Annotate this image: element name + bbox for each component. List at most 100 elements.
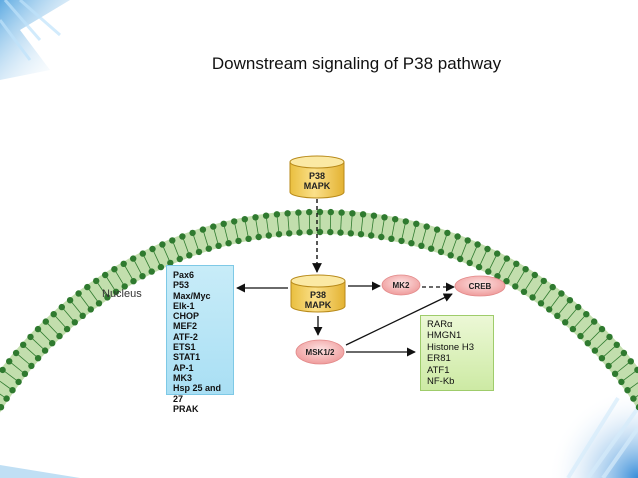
lipid-head: [148, 268, 155, 275]
mk2-label: MK2: [393, 281, 410, 290]
lipid-head: [205, 245, 212, 252]
lipid-tail: [558, 302, 569, 314]
lipid-tail: [525, 277, 534, 290]
lipid-tail: [411, 226, 416, 241]
lipid-head: [606, 333, 613, 341]
lipid-tail: [143, 256, 151, 270]
lipid-head: [484, 245, 491, 253]
target-item: P53: [173, 280, 190, 291]
lipid-head: [370, 212, 378, 219]
lipid-head: [210, 223, 217, 230]
lipid-head: [512, 283, 519, 290]
target-item: NF-Kb: [427, 376, 455, 388]
lipid-tail: [629, 382, 638, 389]
lipid-tail: [451, 239, 457, 253]
lipid-tail: [11, 362, 23, 373]
lipid-tail: [203, 232, 209, 247]
lipid-head: [189, 229, 196, 237]
lipid-head: [275, 231, 283, 238]
lipid-head: [624, 387, 631, 394]
target-item: ATF1: [427, 364, 450, 376]
lipid-head: [569, 325, 577, 333]
lipid-head: [220, 220, 227, 227]
lipid-head: [21, 370, 29, 377]
lipid-tail: [124, 266, 133, 279]
lipid-head: [549, 283, 556, 291]
lipid-head: [0, 366, 6, 374]
target-item: MK3: [173, 372, 193, 383]
lipid-head: [433, 226, 441, 233]
lipid-head: [398, 237, 405, 245]
lipid-head: [87, 306, 95, 313]
creb-label: CREB: [469, 282, 492, 291]
lipid-head: [42, 318, 49, 325]
lipid-head: [235, 237, 242, 245]
lipid-head: [583, 311, 590, 318]
target-item: ATF-2: [173, 331, 198, 342]
lipid-tail: [298, 215, 300, 230]
lipid-head: [591, 318, 598, 325]
lipid-tail: [80, 295, 90, 308]
lipid-head: [584, 340, 591, 347]
lipid-head: [402, 218, 409, 225]
msk-node: MSK1/2: [295, 339, 345, 365]
p38-top-label-1: P38: [309, 171, 325, 181]
lipid-head: [562, 319, 569, 326]
target-item: Histone H3: [427, 341, 474, 353]
decor-top-left: [0, 0, 70, 80]
lipid-head: [225, 240, 232, 247]
target-item: HMGN1: [427, 330, 462, 342]
lipid-head: [284, 210, 291, 217]
lipid-head: [215, 242, 222, 249]
lipid-head: [157, 263, 165, 271]
lipid-head: [84, 283, 91, 291]
lipid-head: [618, 378, 625, 386]
lipid-head: [529, 294, 536, 301]
lipid-tail: [0, 380, 11, 389]
lipid-head: [3, 395, 10, 402]
lipid-head: [111, 266, 118, 273]
lipid-tail: [381, 220, 385, 235]
lipid-tail: [276, 217, 280, 232]
lipid-head: [58, 303, 65, 311]
target-item: STAT1: [173, 352, 201, 363]
lipid-head: [620, 349, 628, 357]
lipid-tail: [350, 216, 353, 231]
lipid-tail: [566, 309, 577, 321]
lipid-head: [457, 255, 464, 263]
lipid-head: [296, 229, 303, 236]
lipid-tail: [115, 271, 124, 285]
lipid-head: [139, 273, 146, 280]
lipid-head: [130, 255, 137, 262]
lipid-head: [34, 355, 42, 362]
target-item: AP-1: [173, 362, 194, 373]
lipid-tail: [542, 289, 552, 302]
decor-bottom-right: [548, 388, 638, 478]
lipid-head: [316, 228, 324, 236]
lipid-head: [418, 242, 425, 249]
lipid-tail: [610, 354, 622, 365]
lipid-tail: [255, 220, 259, 235]
lipid-head: [169, 237, 176, 244]
lipid-head: [75, 290, 82, 297]
lipid-tail: [0, 393, 5, 398]
lipid-head: [295, 209, 302, 216]
lipid-head: [522, 266, 529, 273]
lipid-head: [12, 349, 20, 357]
lipid-head: [15, 378, 22, 386]
lipid-tail: [391, 222, 395, 236]
target-item: Elk-1: [173, 300, 195, 311]
p38-center-label-2: MAPK: [305, 300, 332, 310]
lipid-head: [27, 333, 34, 341]
p38-center-label-1: P38: [310, 290, 326, 300]
lipid-tail: [596, 338, 608, 349]
lipid-head: [231, 218, 238, 225]
target-item: CHOP: [173, 311, 200, 322]
lipid-head: [252, 214, 259, 221]
lipid-head: [286, 230, 293, 237]
lipid-head: [577, 332, 584, 340]
lipid-head: [41, 347, 49, 354]
lipid-head: [273, 211, 281, 218]
lipid-head: [245, 235, 252, 242]
